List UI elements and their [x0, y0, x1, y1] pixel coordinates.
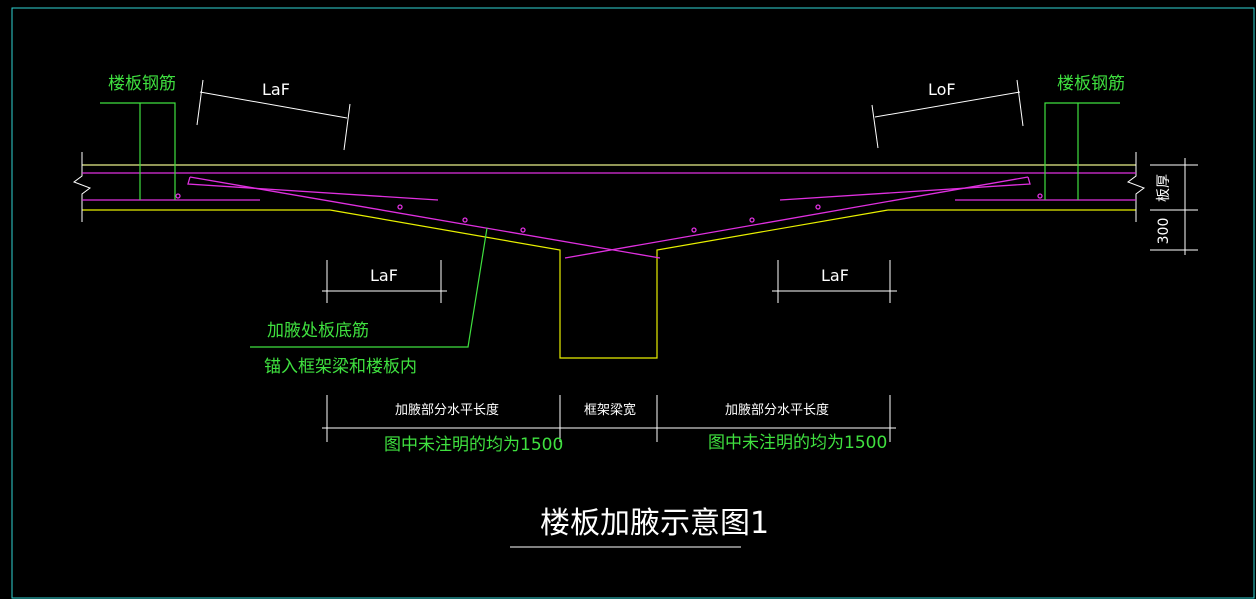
leader-slab-rebar-left — [100, 102, 176, 200]
drawing-title: 楼板加腋示意图1 — [540, 506, 769, 541]
rebar-group — [82, 172, 1136, 259]
leader-slab-rebar-right — [1044, 102, 1120, 200]
dim-tick — [1016, 79, 1024, 127]
label-slab-rebar-right: 楼板钢筋 — [1057, 74, 1125, 94]
dimensions — [196, 79, 1198, 548]
label-haunch-note-line1: 加腋处板底筋 — [267, 321, 369, 341]
rebar-dot — [691, 227, 697, 233]
haunch-bar-left — [189, 176, 661, 259]
rebar-dot — [815, 204, 821, 210]
dim-tick — [871, 104, 879, 149]
label-haunch-length-right: 加腋部分水平长度 — [725, 402, 829, 418]
label-haunch-note-line2: 锚入框架梁和楼板内 — [264, 357, 417, 377]
label-laf-bottom-right: LaF — [821, 266, 849, 285]
label-slab-rebar-left: 楼板钢筋 — [108, 74, 176, 94]
rebar-dot — [175, 193, 181, 199]
leaders — [100, 102, 1120, 348]
viewport-frame — [11, 7, 1255, 599]
label-default-note-left: 图中未注明的均为1500 — [384, 435, 563, 455]
dim-laf-top-left — [199, 91, 348, 119]
break-line-left — [72, 152, 92, 222]
break-line-right — [1126, 152, 1146, 222]
rebar-dot — [397, 204, 403, 210]
haunch-outline — [329, 209, 889, 359]
rebar-dot — [749, 217, 755, 223]
label-laf-bottom-left: LaF — [370, 266, 398, 285]
label-default-note-right: 图中未注明的均为1500 — [708, 433, 887, 453]
label-slab-thickness: 板厚 — [1156, 174, 1172, 202]
rebar-dot — [520, 227, 526, 233]
rebar-dot — [462, 217, 468, 223]
leader-haunch-note — [250, 227, 488, 348]
rebar-dot — [1037, 193, 1043, 199]
label-laf-top-left: LaF — [262, 80, 290, 99]
haunch-bar-right-hook — [779, 176, 1031, 201]
label-beam-width: 框架梁宽 — [584, 402, 636, 418]
haunch-bar-right — [564, 176, 1029, 259]
dim-laf-top-right — [874, 91, 1021, 118]
label-haunch-length-left: 加腋部分水平长度 — [395, 402, 499, 418]
dim-tick — [343, 103, 351, 151]
slab-outline — [72, 152, 1146, 359]
haunch-bar-left-hook — [187, 176, 439, 201]
label-laf-top-right: LoF — [928, 80, 956, 99]
label-haunch-depth: 300 — [1156, 218, 1172, 245]
dim-tick — [196, 79, 204, 126]
